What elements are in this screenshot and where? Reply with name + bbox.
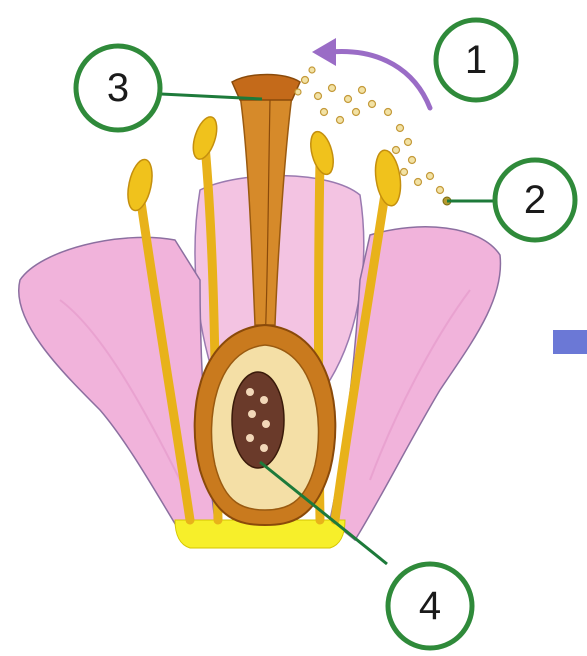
side-indicator-bar xyxy=(553,330,587,354)
anther xyxy=(307,129,338,177)
label-4: 4 xyxy=(388,564,472,648)
label-2-text: 2 xyxy=(524,178,546,222)
anther xyxy=(372,149,404,208)
label-4-text: 4 xyxy=(419,584,441,628)
label-1-text: 1 xyxy=(465,38,487,82)
stigma xyxy=(232,75,300,101)
label-1: 1 xyxy=(436,20,516,100)
ovule xyxy=(232,372,284,468)
label-2: 2 xyxy=(495,160,575,240)
anther xyxy=(124,157,156,212)
anther xyxy=(189,114,222,162)
label-3: 3 xyxy=(76,46,160,130)
label-3-text: 3 xyxy=(107,66,129,110)
